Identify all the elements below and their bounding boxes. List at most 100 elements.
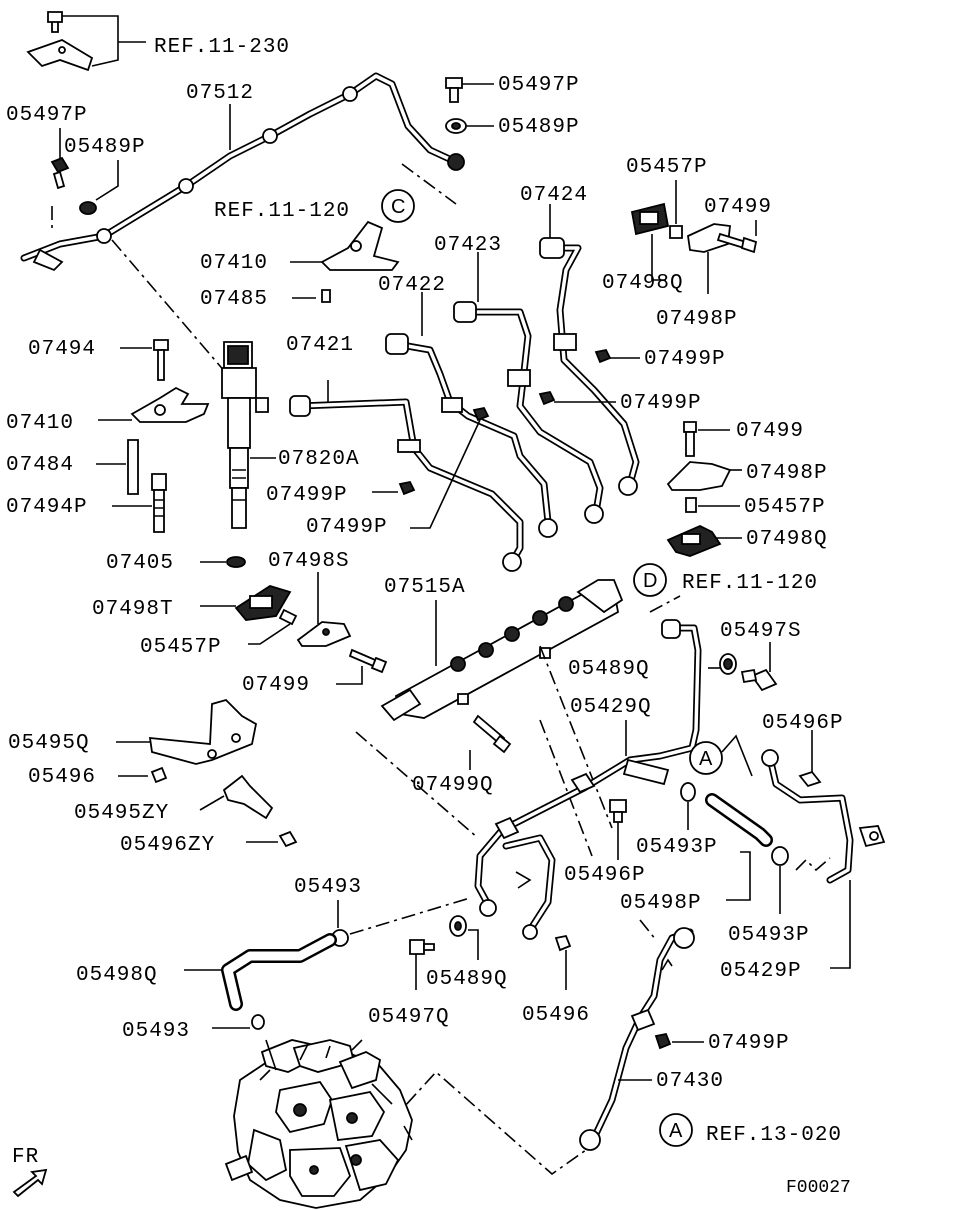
bracket-ref-11-230 <box>26 11 146 72</box>
bolt-05496 <box>150 766 168 784</box>
part-05493-label: 05493 <box>294 876 362 899</box>
bolt-07499P-e <box>654 1032 672 1050</box>
part-05493-label-b: 05493 <box>122 1020 190 1043</box>
bolt-07499Q <box>472 714 512 754</box>
pin-05457P-a <box>669 225 683 239</box>
part-05493P-label-b: 05493P <box>728 924 810 947</box>
common-rail-07515A <box>380 579 624 722</box>
ref-11-120-c-label: REF.11-120 <box>214 200 350 223</box>
part-05498P-label: 05498P <box>620 892 702 915</box>
bolt-05497Q <box>409 939 435 955</box>
injection-pipe-07424 <box>539 237 640 496</box>
part-07422-label: 07422 <box>378 274 446 297</box>
washer-07405 <box>226 556 246 568</box>
gasket-05489P-a <box>79 201 97 215</box>
part-07498S-label: 07498S <box>268 550 350 573</box>
part-05498Q-label: 05498Q <box>76 964 158 987</box>
injector-07820A <box>221 341 269 529</box>
part-05457P-label-b: 05457P <box>744 496 826 519</box>
part-07512-label: 07512 <box>186 82 254 105</box>
part-07499P-label-d: 07499P <box>306 516 388 539</box>
part-07498T-label: 07498T <box>92 598 174 621</box>
gasket-05489Q-b <box>449 915 467 937</box>
part-05495ZY-label: 05495ZY <box>74 802 169 825</box>
part-05457P-label-a: 05457P <box>626 156 708 179</box>
part-07421-label: 07421 <box>286 334 354 357</box>
ref-13-020-label: REF.13-020 <box>706 1124 842 1147</box>
bolt-05497P <box>50 156 70 190</box>
part-07498Q-label-a: 07498Q <box>602 272 684 295</box>
part-05497P-label-b: 05497P <box>498 74 580 97</box>
clamp-07498T <box>234 585 292 621</box>
part-07499P-label-a: 07499P <box>644 348 726 371</box>
gasket-05489P-b <box>445 118 467 134</box>
bolt-05497P-b <box>445 77 463 103</box>
stud-07484 <box>127 439 139 495</box>
part-05489Q-label-a: 05489Q <box>568 658 650 681</box>
callout-a-circle-upper <box>689 741 723 775</box>
part-07498P-label-a: 07498P <box>656 308 738 331</box>
part-05497Q-label: 05497Q <box>368 1006 450 1029</box>
part-07494P-label: 07494P <box>6 496 88 519</box>
clamp-07498P-b <box>666 461 732 491</box>
bolt-05496-b <box>554 934 572 952</box>
clamp-07498S <box>296 621 352 647</box>
callout-c-circle <box>381 189 415 223</box>
part-05429Q-label: 05429Q <box>570 696 652 719</box>
part-07484-label: 07484 <box>6 454 74 477</box>
part-07499P-label-c: 07499P <box>266 484 348 507</box>
part-07498Q-label-b: 07498Q <box>746 528 828 551</box>
callout-c-letter: C <box>391 196 405 218</box>
ref-11-120-d-label: REF.11-120 <box>682 572 818 595</box>
clamp-07410-a <box>320 220 400 271</box>
fuel-supply-pump <box>224 1039 413 1209</box>
part-07499P-label-b: 07499P <box>620 392 702 415</box>
part-05497S-label: 05497S <box>720 620 802 643</box>
bolt-07499P-c <box>398 480 416 496</box>
part-07405-label: 07405 <box>106 552 174 575</box>
part-05496P-label-b: 05496P <box>564 864 646 887</box>
clamp-07498Q-b <box>666 525 722 557</box>
part-07430-label: 07430 <box>656 1070 724 1093</box>
part-07820A-label: 07820A <box>278 448 360 471</box>
part-07494-label: 07494 <box>28 338 96 361</box>
bolt-05496P-b <box>609 799 627 823</box>
ref-11-230-label: REF.11-230 <box>154 36 290 59</box>
diagram-code: F00027 <box>786 1178 851 1198</box>
part-05489Q-label-b: 05489Q <box>426 968 508 991</box>
callout-d-circle <box>633 563 667 597</box>
bracket-05495Q <box>148 698 258 765</box>
bracket-05495ZY <box>222 774 274 820</box>
pin-07485 <box>321 289 331 303</box>
bolt-05497S <box>740 668 778 692</box>
callout-a-letter-lower: A <box>669 1120 683 1142</box>
part-07499P-label-e: 07499P <box>708 1032 790 1055</box>
part-05493P-label-a: 05493P <box>636 836 718 859</box>
part-05497P-label: 05497P <box>6 104 88 127</box>
part-07498P-label-b: 07498P <box>746 462 828 485</box>
front-direction-arrow <box>12 1168 48 1198</box>
part-05489P-label-b: 05489P <box>498 116 580 139</box>
hose-05498P <box>705 793 773 847</box>
bolt-07499P-a <box>594 348 612 364</box>
part-07485-label: 07485 <box>200 288 268 311</box>
part-05496-label-b: 05496 <box>522 1004 590 1027</box>
clip-05493P-a <box>680 782 696 802</box>
bolt-07499P-d <box>472 406 490 422</box>
part-05429P-label: 05429P <box>720 960 802 983</box>
part-07515A-label: 07515A <box>384 576 466 599</box>
gasket-05489Q-a <box>719 653 737 675</box>
part-07424-label: 07424 <box>520 184 588 207</box>
injection-pipe-07422 <box>385 333 558 538</box>
part-05495Q-label: 05495Q <box>8 732 90 755</box>
callout-a-letter-upper: A <box>699 748 713 770</box>
part-05496ZY-label: 05496ZY <box>120 834 215 857</box>
callout-d-letter: D <box>643 570 657 592</box>
injection-pipe-07421 <box>289 395 524 572</box>
hose-05498Q <box>221 933 337 1011</box>
bolt-07494P <box>151 473 167 533</box>
injection-pipe-07423 <box>453 301 604 524</box>
bolt-07499-a <box>716 232 758 254</box>
